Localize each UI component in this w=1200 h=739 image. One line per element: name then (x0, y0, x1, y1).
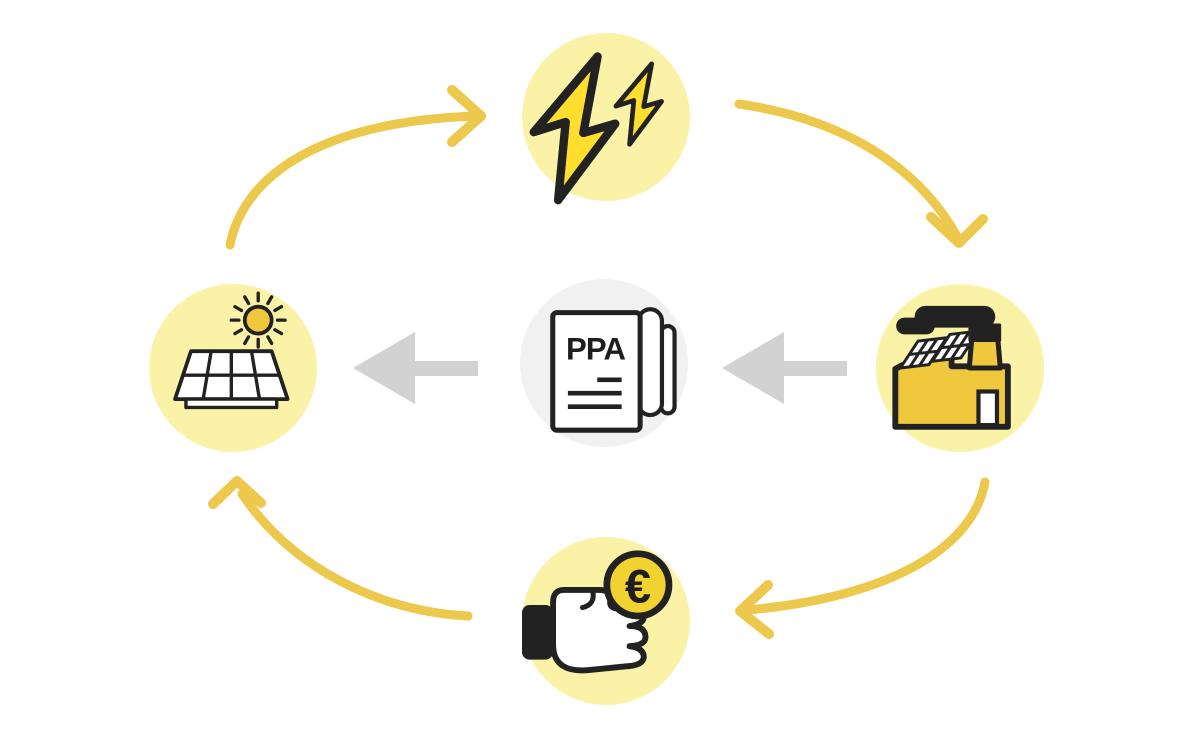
node-payment: € (522, 537, 690, 705)
lightning-bolts-icon (529, 52, 690, 205)
panel-base (184, 397, 279, 410)
euro-symbol: € (625, 560, 651, 613)
solar-panel-sun-icon (173, 291, 290, 410)
chimney-cap (968, 323, 1002, 342)
cycle-arrow-payment-to-producer (208, 476, 473, 621)
thumb-line (579, 588, 596, 611)
node-consumer-factory (876, 284, 1044, 452)
hand-euro-coin-icon: € (522, 550, 673, 674)
cycle-arrow-consumer-to-payment (735, 477, 990, 639)
factory-door (976, 389, 1000, 428)
node-ppa-contract: PPA (520, 279, 688, 447)
smoke-cloud (896, 305, 996, 335)
ppa-document-icon: PPA (550, 307, 677, 433)
node-electricity (522, 33, 690, 205)
euro-coin-icon (603, 550, 673, 620)
block-arrow-consumer-to-contract (722, 332, 847, 404)
cycle-arrow-producer-to-electricity (225, 85, 486, 250)
solar-panel (173, 349, 290, 410)
ppa-label: PPA (566, 332, 625, 367)
lightning-bolt-small (616, 64, 662, 144)
factory-icon (892, 305, 1011, 430)
lightning-bolt-large (529, 52, 620, 205)
sleeve (522, 605, 554, 660)
node-solar-producer (149, 284, 317, 452)
cycle-arrow-electricity-to-consumer (734, 99, 988, 248)
document-page (550, 310, 643, 433)
block-arrow-contract-to-producer (353, 332, 478, 404)
sun-icon (229, 291, 287, 349)
